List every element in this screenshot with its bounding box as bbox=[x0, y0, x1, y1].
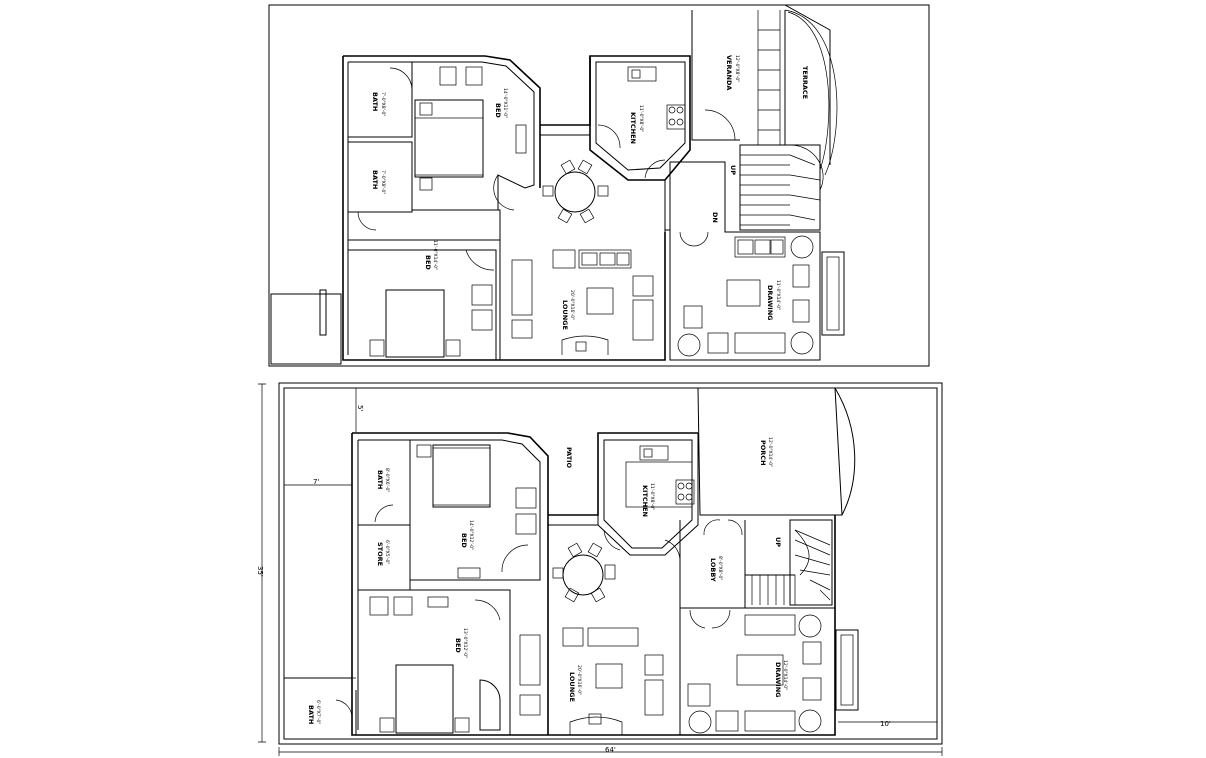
upper-bed-top-name: BED bbox=[494, 103, 502, 118]
upper-floor-plan: UP DN bbox=[268, 4, 930, 367]
upper-stair-up-label: UP bbox=[729, 165, 737, 175]
lower-drawing-size: 12'-0"X14'-0" bbox=[782, 660, 788, 690]
lower-dim-left-setback: 7' bbox=[313, 478, 319, 486]
upper-stair-dn-label: DN bbox=[711, 212, 719, 223]
upper-staircase: UP DN bbox=[711, 144, 824, 231]
upper-bed-top-size: 14'-0"X11'-0" bbox=[502, 88, 508, 118]
lower-lobby-name: LOBBY bbox=[709, 558, 717, 582]
lower-store-size: 6'-0"X5'-0" bbox=[384, 540, 390, 564]
lower-patio-name: PATIO bbox=[565, 447, 573, 469]
lower-bed-left-name: BED bbox=[454, 638, 462, 653]
upper-kitchen-size: 11'-0"X8'-0" bbox=[638, 105, 644, 132]
lower-lounge-size: 20'-0"X16'-0" bbox=[576, 665, 582, 695]
upper-drawing-size: 11'-0"X14'-0" bbox=[775, 280, 781, 310]
lower-staircase: UP bbox=[745, 519, 833, 606]
lower-porch-name: PORCH bbox=[759, 440, 767, 466]
lower-dim-overall-width: 64' bbox=[605, 746, 616, 754]
lower-doors bbox=[335, 504, 743, 719]
lower-bath-b-name: BATH bbox=[307, 705, 315, 724]
upper-veranda-size: 12'-0"X8'-0" bbox=[734, 55, 740, 82]
upper-bath-b-name: BATH bbox=[371, 170, 379, 189]
upper-terrace-name: TERRACE bbox=[801, 66, 809, 99]
lower-house-walls bbox=[283, 387, 856, 739]
lower-bed-top-name: BED bbox=[460, 533, 468, 548]
lower-kitchen-name: KITCHEN bbox=[641, 485, 649, 517]
upper-bath-a-size: 7'-0"X8'-0" bbox=[380, 92, 386, 116]
lower-bed-left-size: 13'-0"X12'-0" bbox=[462, 628, 468, 658]
upper-furniture bbox=[319, 66, 845, 358]
upper-lounge-name: LOUNGE bbox=[561, 300, 569, 330]
upper-bed-left-name: BED bbox=[424, 255, 432, 270]
lower-dim-overall-depth: 35' bbox=[256, 566, 264, 577]
upper-bath-a-name: BATH bbox=[371, 92, 379, 111]
upper-doors bbox=[357, 67, 736, 271]
upper-bath-b-size: 7'-0"X8'-0" bbox=[380, 170, 386, 194]
lower-drawing-name: DRAWING bbox=[774, 662, 782, 698]
upper-room-labels: BATH 7'-0"X8'-0" BATH 7'-0"X8'-0" BED 14… bbox=[371, 55, 809, 330]
upper-veranda-name: VERANDA bbox=[725, 55, 733, 90]
lower-kitchen-size: 11'-0"X8'-0" bbox=[649, 483, 655, 510]
lower-bath-b-size: 6'-0"X7'-0" bbox=[315, 700, 321, 724]
lower-lounge-name: LOUNGE bbox=[568, 672, 576, 702]
upper-bed-left-size: 11'-0"X14'-0" bbox=[432, 240, 438, 270]
upper-veranda-steps bbox=[757, 9, 838, 176]
lower-porch-size: 12'-0"X14'-0" bbox=[767, 437, 773, 467]
upper-drawing-name: DRAWING bbox=[766, 285, 774, 321]
lower-dim-front-setback: 5' bbox=[356, 405, 364, 411]
lower-furniture bbox=[369, 444, 859, 735]
upper-plot-boundary bbox=[268, 4, 930, 367]
lower-bed-top-size: 14'-0"X12'-0" bbox=[468, 520, 474, 550]
lower-bath-a-name: BATH bbox=[376, 470, 384, 489]
lower-bath-a-size: 8'-0"X6'-0" bbox=[384, 468, 390, 492]
upper-left-box bbox=[270, 293, 342, 365]
upper-kitchen-name: KITCHEN bbox=[629, 112, 637, 144]
lower-lobby-size: 8'-0"X8'-0" bbox=[717, 556, 723, 580]
lower-room-labels: BATH 8'-0"X6'-0" STORE 6'-0"X5'-0" BED 1… bbox=[307, 437, 788, 724]
lower-plot-boundary bbox=[278, 382, 943, 745]
upper-house-walls bbox=[342, 4, 831, 361]
lower-floor-plan: 35' 64' 7' 5' 10' UP bbox=[256, 382, 943, 756]
lower-store-name: STORE bbox=[376, 542, 384, 566]
lower-stair-up-label: UP bbox=[774, 537, 782, 547]
upper-lounge-size: 20'-0"X16'-0" bbox=[569, 290, 575, 320]
lower-dim-right-gap: 10' bbox=[880, 720, 891, 728]
